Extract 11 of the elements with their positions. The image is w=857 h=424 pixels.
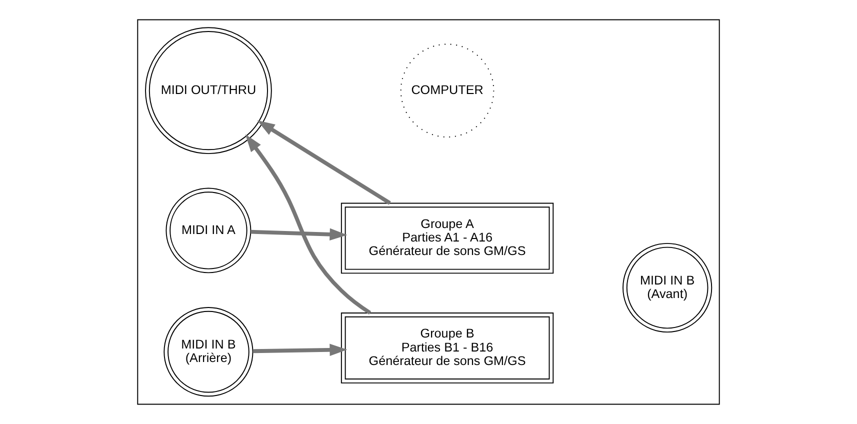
node-circle: MIDI IN B (Avant) (622, 242, 712, 333)
node-circle: COMPUTER (400, 44, 494, 138)
cluster (137, 19, 720, 405)
arrow (257, 120, 391, 205)
arrow (250, 228, 348, 241)
node-box: Groupe B Parties B1 - B16 Générateur de sons GM/GS (340, 312, 554, 384)
arrow (245, 134, 372, 315)
node-circle: MIDI IN A (166, 188, 252, 274)
arrow (252, 344, 348, 356)
node-box: Groupe A Parties A1 - A16 Générateur de sons GM/GS (340, 202, 554, 274)
node-circle: MIDI IN B (Arrière) (164, 307, 254, 397)
